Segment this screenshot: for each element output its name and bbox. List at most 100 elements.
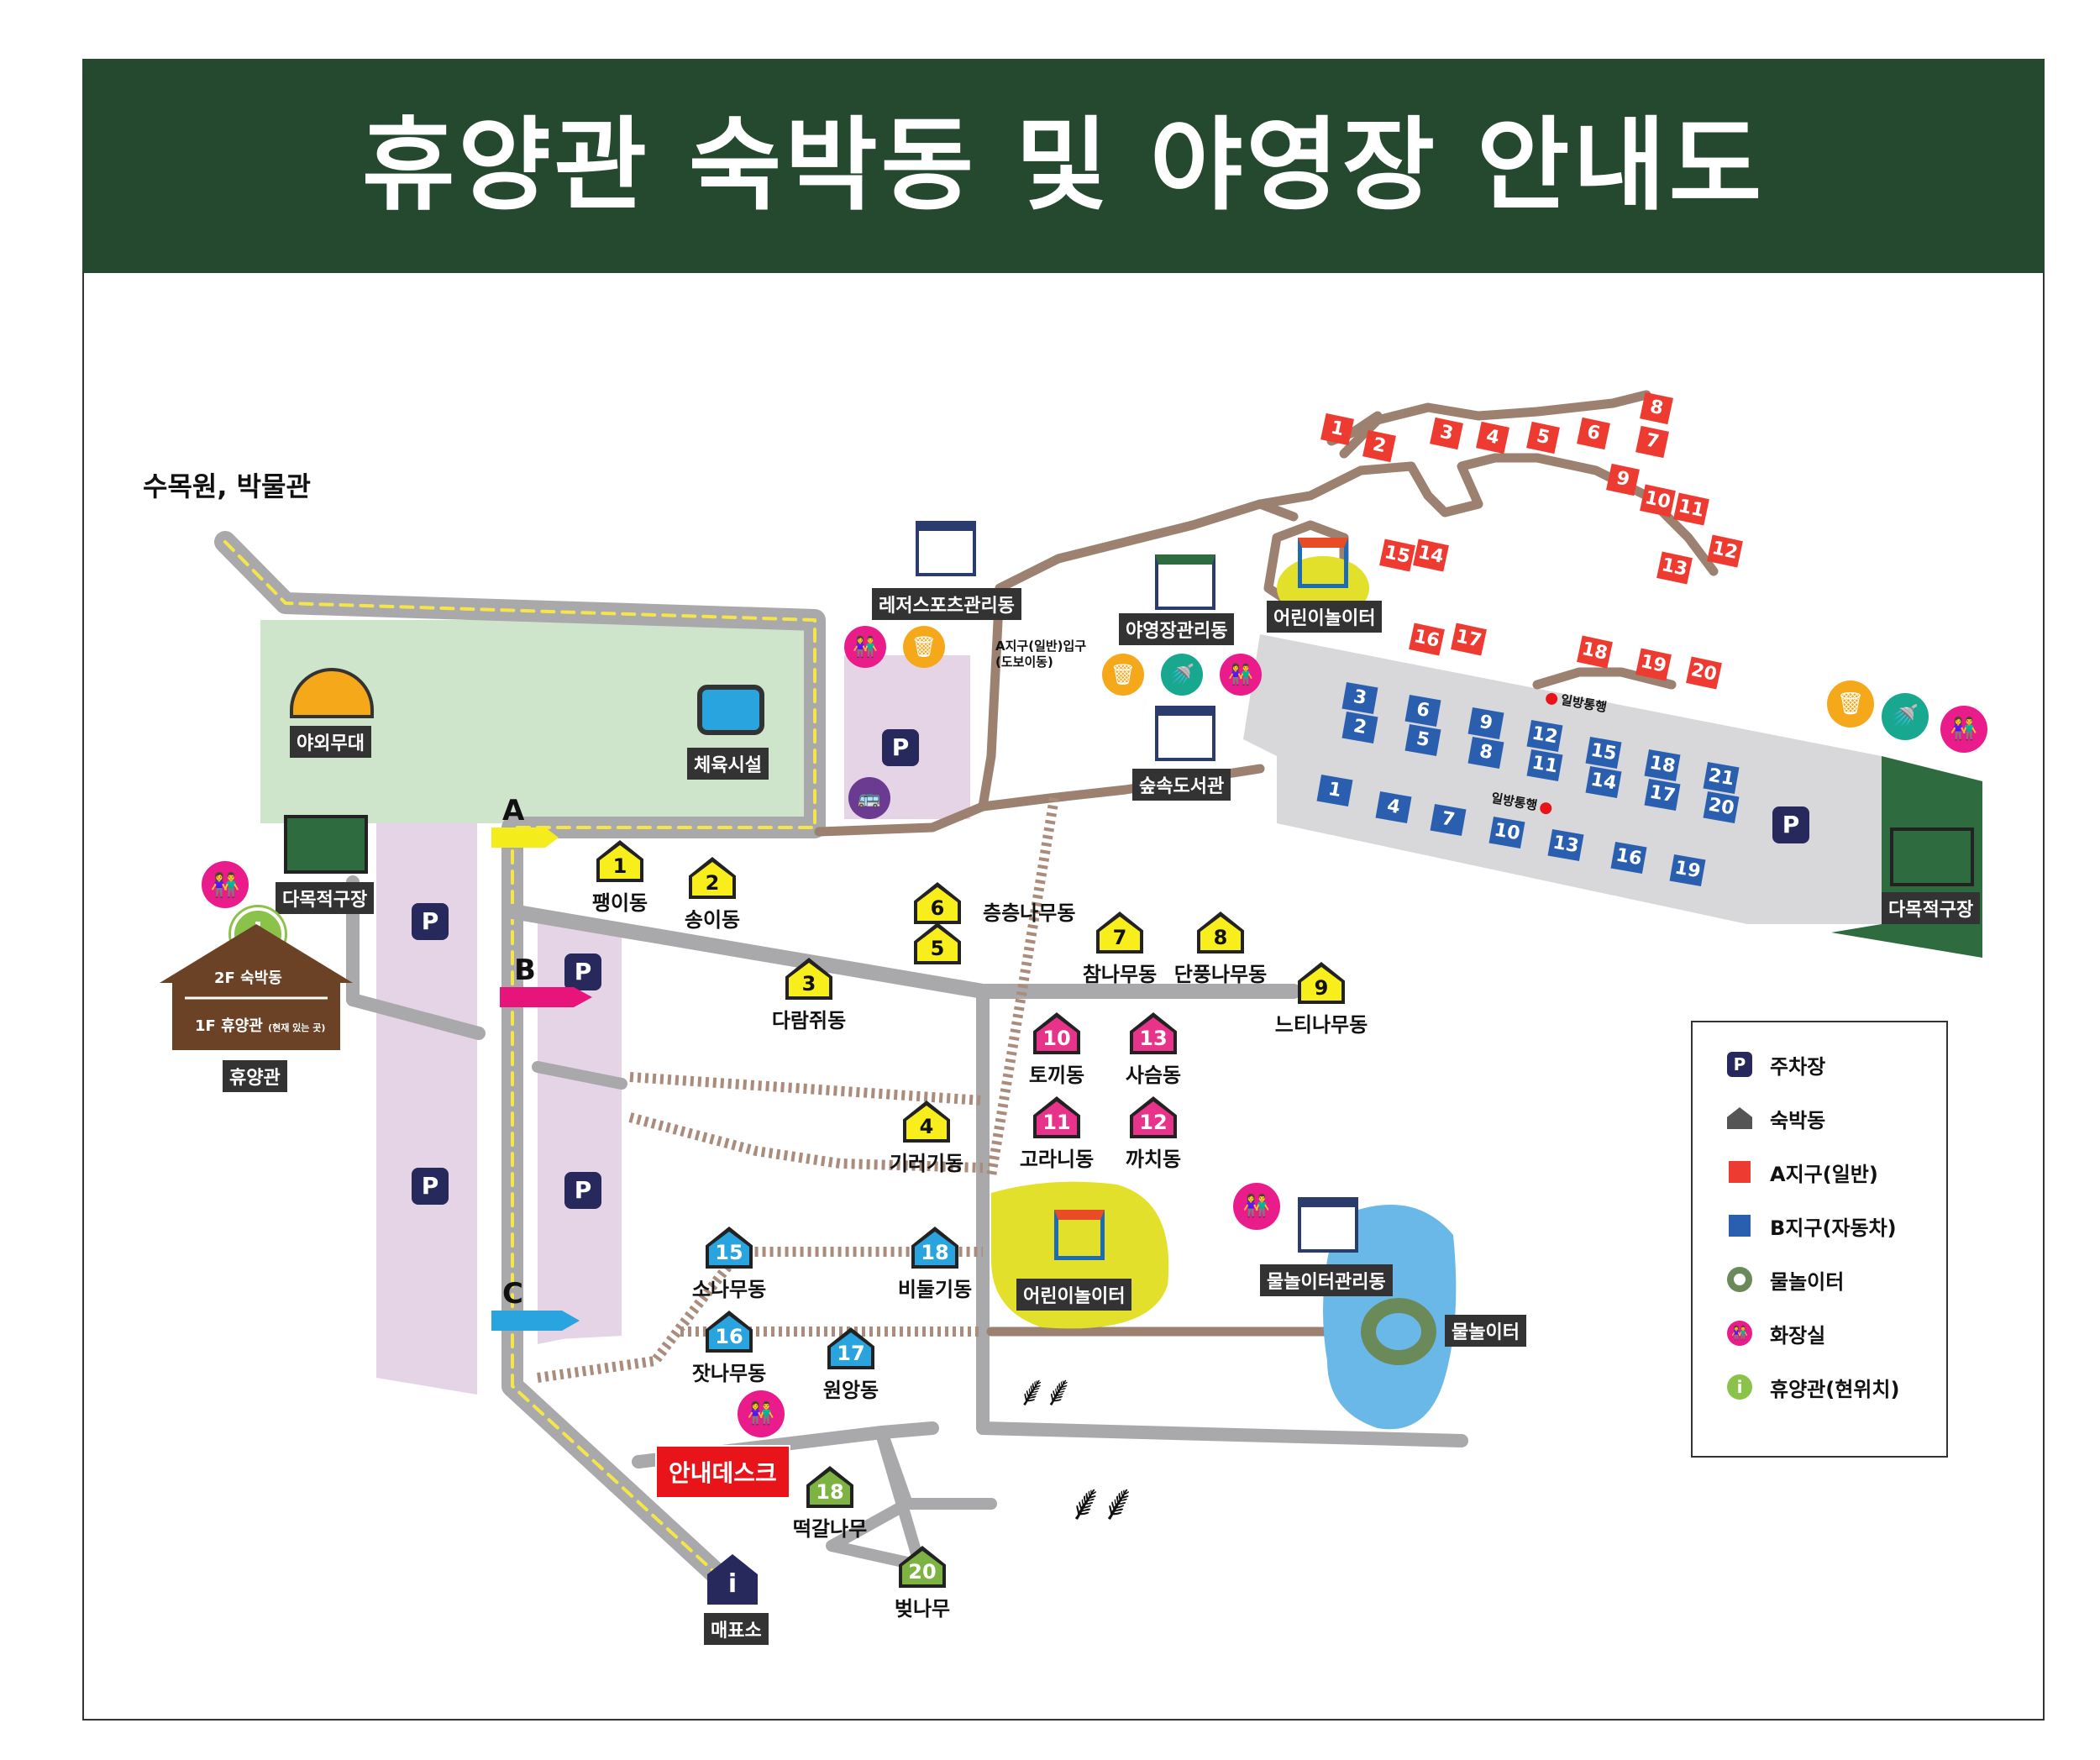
cabin-label[interactable]: 참나무동 bbox=[1082, 963, 1158, 986]
cabin-label[interactable]: 사슴동 bbox=[1125, 1064, 1182, 1087]
parking-badge[interactable]: P bbox=[1772, 806, 1809, 843]
multi-field-right-label[interactable]: 다목적구장 bbox=[1882, 892, 1981, 924]
site-a-marker[interactable]: 9 bbox=[1606, 463, 1640, 496]
cabin-label[interactable]: 까치동 bbox=[1125, 1148, 1182, 1171]
cabin-label[interactable]: 벚나무 bbox=[894, 1597, 951, 1621]
parking-badge[interactable]: P bbox=[564, 1172, 601, 1209]
page-title: 휴양관 숙박동 및 야영장 안내도 bbox=[361, 108, 1766, 224]
site-b-marker[interactable]: 6 bbox=[1404, 694, 1441, 728]
playground-mid-label[interactable]: 어린이놀이터 bbox=[1016, 1279, 1132, 1311]
arboretum-label[interactable]: 수목원, 박물관 bbox=[143, 470, 311, 502]
site-b-marker[interactable]: 2 bbox=[1341, 711, 1378, 744]
legend-label: 화장실 bbox=[1770, 1323, 1826, 1348]
cabin-label[interactable]: 떡갈나무 bbox=[792, 1517, 868, 1541]
cabin-label[interactable]: 원앙동 bbox=[822, 1379, 879, 1402]
camp-office-label[interactable]: 야영장관리동 bbox=[1119, 613, 1235, 645]
parking-badge[interactable]: P bbox=[412, 1168, 449, 1205]
site-b-marker[interactable]: 15 bbox=[1585, 736, 1622, 770]
parking-icon: P bbox=[1726, 1051, 1753, 1078]
bus-icon: 🚌 bbox=[848, 777, 890, 819]
cabin-label[interactable]: 단풍나무동 bbox=[1173, 963, 1268, 986]
shower-icon: 🚿 bbox=[1882, 693, 1929, 740]
gate-b-arrow[interactable] bbox=[500, 987, 592, 1007]
site-b-marker[interactable]: 19 bbox=[1669, 854, 1706, 887]
cabin-label[interactable]: 팽이동 bbox=[591, 891, 648, 915]
site-b-marker[interactable]: 21 bbox=[1703, 761, 1740, 795]
cabin-label[interactable]: 층층나무동 bbox=[983, 901, 1076, 925]
water-office-label[interactable]: 물놀이터관리동 bbox=[1260, 1264, 1393, 1296]
cabin-label[interactable]: 고라니동 bbox=[1019, 1148, 1095, 1171]
entrance-a-label[interactable]: A지구(일반)입구(도보이동) bbox=[995, 638, 1087, 670]
cabin-label[interactable]: 기러기동 bbox=[889, 1152, 964, 1175]
cabin-label[interactable]: 소나무동 bbox=[691, 1278, 767, 1301]
cabin-label[interactable]: 느티나무동 bbox=[1274, 1013, 1368, 1037]
lodge-label[interactable]: 휴양관 bbox=[223, 1060, 287, 1092]
site-b-marker[interactable]: 18 bbox=[1644, 749, 1681, 782]
site-b-marker[interactable]: 9 bbox=[1467, 707, 1504, 740]
water-park-label[interactable]: 물놀이터 bbox=[1445, 1315, 1526, 1347]
fitness-label[interactable]: 체육시설 bbox=[687, 748, 769, 780]
site-b-marker[interactable]: 10 bbox=[1488, 816, 1525, 849]
lodge-building[interactable] bbox=[160, 924, 353, 1050]
cabin-number: 10 bbox=[1037, 1017, 1077, 1051]
info-desk-label[interactable]: 안내데스크 bbox=[655, 1445, 790, 1499]
site-a-marker[interactable]: 8 bbox=[1640, 391, 1673, 425]
legend-label: 휴양관(현위치) bbox=[1770, 1377, 1900, 1401]
site-b-marker[interactable]: 7 bbox=[1430, 803, 1467, 837]
blue-square-icon bbox=[1726, 1212, 1753, 1239]
toilet-icon: 👫 bbox=[844, 626, 886, 668]
site-b-marker[interactable]: 11 bbox=[1526, 749, 1563, 782]
site-b-marker[interactable]: 3 bbox=[1341, 681, 1378, 715]
cabin-label[interactable]: 다람쥐동 bbox=[771, 1009, 847, 1032]
cabin-label[interactable]: 비둘기동 bbox=[897, 1278, 973, 1301]
playground-top-label[interactable]: 어린이놀이터 bbox=[1267, 601, 1383, 633]
site-b-marker[interactable]: 16 bbox=[1610, 841, 1647, 875]
cabin-label[interactable]: 잣나무동 bbox=[691, 1362, 767, 1385]
gate-a-arrow[interactable] bbox=[491, 827, 559, 848]
site-b-marker[interactable]: 12 bbox=[1526, 719, 1563, 753]
trash-icon: 🗑 bbox=[1827, 680, 1874, 728]
lodge-2f-label: 2F 숙박동 bbox=[214, 969, 282, 987]
parking-badge[interactable]: P bbox=[564, 954, 601, 990]
site-a-marker[interactable]: 6 bbox=[1577, 417, 1610, 450]
site-b-marker[interactable]: 5 bbox=[1404, 723, 1441, 757]
toilet-icon: 👫 bbox=[1726, 1320, 1753, 1347]
site-a-marker[interactable]: 1 bbox=[1320, 412, 1354, 446]
legend-item: 👫 화장실 bbox=[1726, 1316, 1825, 1350]
cabin-label[interactable]: 송이동 bbox=[684, 908, 741, 932]
parking-badge[interactable]: P bbox=[412, 903, 449, 940]
site-b-marker[interactable]: 14 bbox=[1585, 765, 1622, 799]
cabin-label[interactable]: 토끼동 bbox=[1028, 1064, 1085, 1087]
slide-icon bbox=[1054, 1210, 1105, 1260]
legend-item: 숙박동 bbox=[1726, 1101, 1825, 1135]
gate-c-arrow[interactable] bbox=[491, 1311, 580, 1331]
site-b-marker[interactable]: 17 bbox=[1644, 778, 1681, 812]
building-icon bbox=[1155, 554, 1215, 610]
dotted-trails bbox=[537, 797, 1059, 1383]
legend-item: A지구(일반) bbox=[1726, 1155, 1878, 1189]
toilet-icon: 👫 bbox=[1233, 1183, 1280, 1230]
cabin-number: 7 bbox=[1100, 917, 1140, 950]
toilet-icon: 👫 bbox=[1940, 706, 1987, 753]
tree-icon: ⸙⸙ bbox=[1016, 1367, 1074, 1416]
site-a-marker[interactable]: 3 bbox=[1430, 417, 1463, 450]
ticket-office-label[interactable]: 매표소 bbox=[704, 1613, 769, 1645]
legend-item: B지구(자동차) bbox=[1726, 1209, 1897, 1243]
site-b-marker[interactable]: 4 bbox=[1375, 791, 1412, 824]
outdoor-stage-label[interactable]: 야외무대 bbox=[290, 726, 371, 758]
site-a-marker[interactable]: 5 bbox=[1526, 421, 1560, 454]
site-b-marker[interactable]: 13 bbox=[1547, 828, 1584, 862]
site-a-marker[interactable]: 4 bbox=[1476, 421, 1509, 454]
site-a-marker[interactable]: 2 bbox=[1362, 429, 1396, 463]
parking-badge[interactable]: P bbox=[882, 729, 919, 766]
legend-label: 물놀이터 bbox=[1770, 1269, 1845, 1294]
house-icon bbox=[1726, 1105, 1753, 1132]
multi-field-left-label[interactable]: 다목적구장 bbox=[276, 882, 375, 914]
site-b-marker[interactable]: 1 bbox=[1316, 774, 1353, 807]
forest-library-label[interactable]: 숲속도서관 bbox=[1132, 769, 1231, 801]
leisure-office-label[interactable]: 레저스포츠관리동 bbox=[872, 588, 1021, 620]
site-b-marker[interactable]: 8 bbox=[1467, 736, 1504, 770]
site-a-marker[interactable]: 7 bbox=[1635, 425, 1669, 459]
site-b-marker[interactable]: 20 bbox=[1703, 791, 1740, 824]
